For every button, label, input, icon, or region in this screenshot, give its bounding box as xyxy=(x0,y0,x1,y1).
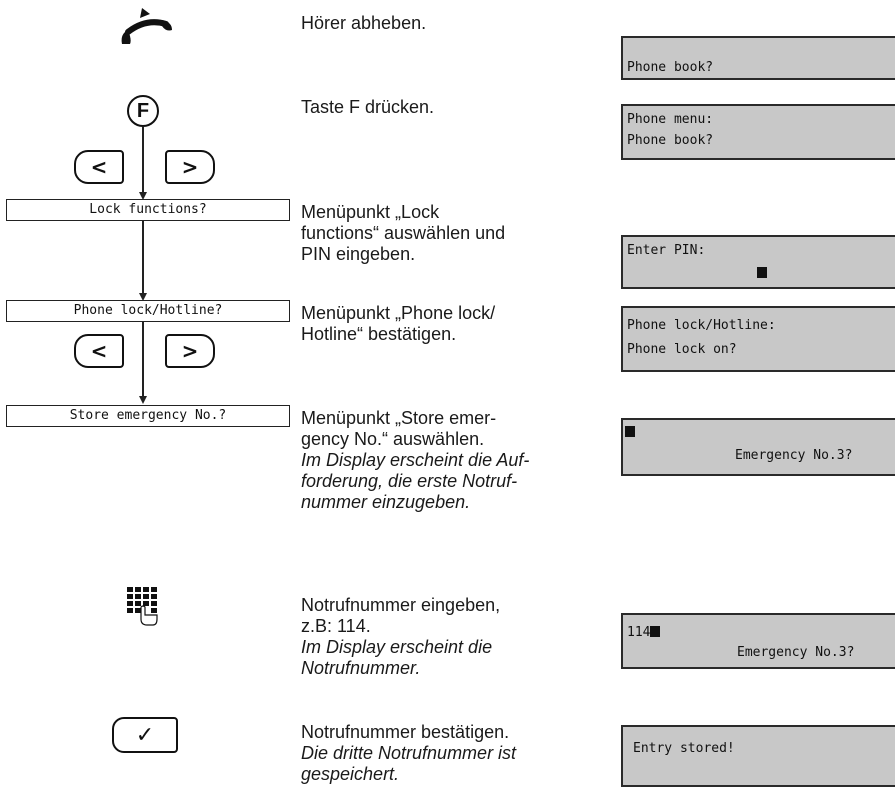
flow-arrowhead xyxy=(139,396,147,404)
left-arrow-icon: < xyxy=(90,339,108,363)
display-step-6: 114 Emergency No.3? xyxy=(621,613,895,669)
right-arrow-key[interactable]: > xyxy=(165,334,215,368)
display-line: Entry stored! xyxy=(633,741,735,756)
right-arrow-icon: > xyxy=(181,155,199,179)
desc-line: Taste F drücken. xyxy=(301,97,435,117)
desc-line: Notrufnummer eingeben, xyxy=(301,595,501,615)
display-line: Phone lock/Hotline: xyxy=(627,318,776,333)
display-line: Phone book? xyxy=(627,133,714,148)
step-3-description: Menüpunkt „Lock functions“ auswählen und… xyxy=(301,202,601,265)
display-line: Emergency No.3? xyxy=(735,448,853,463)
handset-lift-icon xyxy=(121,8,172,44)
left-arrow-key[interactable]: < xyxy=(74,150,124,184)
f-key-button[interactable]: F xyxy=(127,95,159,127)
desc-note-line: gespeichert. xyxy=(301,764,400,784)
step-5-description: Menüpunkt „Store emer- gency No.“ auswäh… xyxy=(301,408,601,513)
cursor-block xyxy=(650,626,661,637)
desc-line: Menüpunkt „Phone lock/ xyxy=(301,303,496,323)
cursor-block xyxy=(625,426,635,437)
desc-line: z.B: 114. xyxy=(301,616,371,636)
display-step-4: Phone lock/Hotline: Phone lock on? xyxy=(621,306,895,372)
desc-note-line: nummer einzugeben. xyxy=(301,492,471,512)
display-line-with-cursor: 114 xyxy=(627,625,661,640)
menu-item-phone-lock-hotline[interactable]: Phone lock/Hotline? xyxy=(6,300,290,322)
display-line: Phone lock on? xyxy=(627,342,737,357)
desc-note-line: Im Display erscheint die xyxy=(301,637,493,657)
desc-line: PIN eingeben. xyxy=(301,244,416,264)
keypad-icon xyxy=(127,587,158,626)
step-4-description: Menüpunkt „Phone lock/ Hotline“ bestätig… xyxy=(301,303,601,345)
ok-key-button[interactable]: ✓ xyxy=(112,717,178,753)
desc-line: Notrufnummer bestätigen. xyxy=(301,722,510,742)
desc-line: Menüpunkt „Store emer- xyxy=(301,408,497,428)
step-1-description: Hörer abheben. xyxy=(301,13,601,34)
display-line: Enter PIN: xyxy=(627,243,706,258)
display-line: Phone book? xyxy=(627,60,714,75)
flow-arrowhead xyxy=(139,192,147,200)
cursor-block xyxy=(757,267,767,278)
display-step-7: Entry stored! xyxy=(621,725,895,787)
display-step-1: Phone book? xyxy=(621,36,895,80)
desc-line: Hotline“ bestätigen. xyxy=(301,324,457,344)
step-2-description: Taste F drücken. xyxy=(301,97,601,118)
flow-line xyxy=(142,221,144,297)
display-line: 114 xyxy=(627,625,651,640)
desc-line: gency No.“ auswählen. xyxy=(301,429,485,449)
right-arrow-key[interactable]: > xyxy=(165,150,215,184)
desc-note-line: Die dritte Notrufnummer ist xyxy=(301,743,517,763)
desc-line: functions“ auswählen und xyxy=(301,223,506,243)
desc-note-line: forderung, die erste Notruf- xyxy=(301,471,518,491)
left-arrow-key[interactable]: < xyxy=(74,334,124,368)
right-arrow-icon: > xyxy=(181,339,199,363)
step-6-description: Notrufnummer eingeben, z.B: 114. Im Disp… xyxy=(301,595,601,679)
step-7-description: Notrufnummer bestätigen. Die dritte Notr… xyxy=(301,722,601,785)
display-line: Emergency No.3? xyxy=(737,645,855,660)
desc-note-line: Notrufnummer. xyxy=(301,658,421,678)
desc-line: Menüpunkt „Lock xyxy=(301,202,440,222)
left-arrow-icon: < xyxy=(90,155,108,179)
display-step-3: Enter PIN: xyxy=(621,235,895,289)
display-step-5: Emergency No.3? xyxy=(621,418,895,476)
display-step-2: Phone menu: Phone book? xyxy=(621,104,895,160)
menu-item-store-emergency[interactable]: Store emergency No.? xyxy=(6,405,290,427)
desc-note-line: Im Display erscheint die Auf- xyxy=(301,450,530,470)
f-key-label: F xyxy=(136,100,150,122)
flow-line xyxy=(142,322,144,400)
desc-line: Hörer abheben. xyxy=(301,13,427,33)
display-line: Phone menu: xyxy=(627,112,714,127)
flow-line xyxy=(142,127,144,195)
menu-item-lock-functions[interactable]: Lock functions? xyxy=(6,199,290,221)
menu-item-label: Lock functions? xyxy=(89,202,207,217)
checkmark-icon: ✓ xyxy=(135,722,155,747)
menu-item-label: Phone lock/Hotline? xyxy=(73,303,223,318)
flow-arrowhead xyxy=(139,293,147,301)
menu-item-label: Store emergency No.? xyxy=(69,408,227,423)
